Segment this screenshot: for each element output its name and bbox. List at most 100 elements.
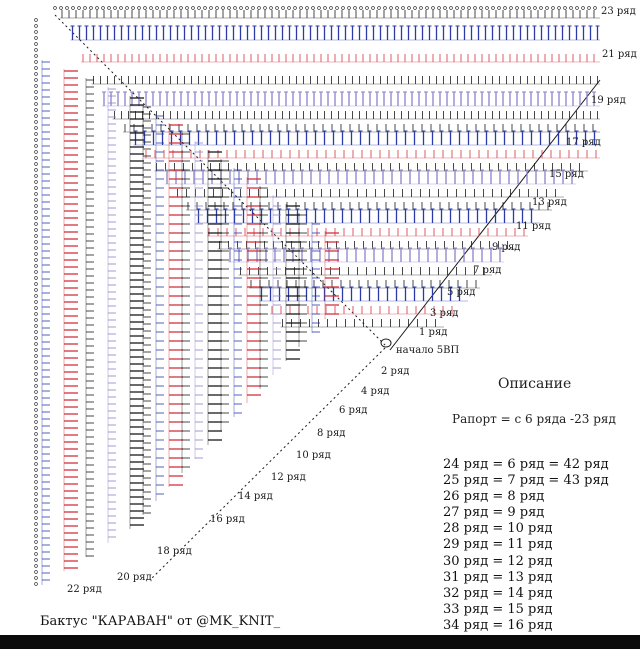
chain-stitch: [34, 462, 38, 466]
chain-stitch: [34, 378, 38, 382]
chain-stitch: [389, 6, 393, 10]
chain-stitch: [34, 84, 38, 88]
chain-stitch: [34, 426, 38, 430]
chain-stitch: [34, 504, 38, 508]
chain-stitch: [149, 6, 153, 10]
chain-stitch: [34, 450, 38, 454]
chain-stitch: [34, 186, 38, 190]
chain-stitch: [34, 234, 38, 238]
chain-stitch: [215, 6, 219, 10]
equivalence-item: 30 ряд = 12 ряд: [443, 553, 553, 569]
chain-stitch: [34, 42, 38, 46]
row-label-21: 21 ряд: [602, 49, 637, 60]
chain-stitch: [34, 552, 38, 556]
chain-stitch: [77, 6, 81, 10]
chain-stitch: [34, 444, 38, 448]
chain-stitch: [34, 294, 38, 298]
chain-stitch: [245, 6, 249, 10]
chain-stitch: [34, 162, 38, 166]
chain-stitch: [353, 6, 357, 10]
chain-stitch: [395, 6, 399, 10]
chain-stitch: [575, 6, 579, 10]
chain-stitch: [34, 546, 38, 550]
equivalence-item: 25 ряд = 7 ряд = 43 ряд: [443, 473, 609, 489]
chain-stitch: [34, 582, 38, 586]
chain-stitch: [34, 60, 38, 64]
chain-stitch: [34, 576, 38, 580]
chain-stitch: [413, 6, 417, 10]
bottom-bar: [0, 635, 640, 649]
chain-stitch: [593, 6, 597, 10]
chain-stitch: [197, 6, 201, 10]
equivalence-item: 34 ряд = 16 ряд: [443, 617, 553, 633]
chain-stitch: [251, 6, 255, 10]
chain-stitch: [34, 246, 38, 250]
chain-stitch: [34, 120, 38, 124]
chain-stitch: [131, 6, 135, 10]
chain-stitch: [275, 6, 279, 10]
chain-stitch: [34, 486, 38, 490]
equivalence-item: 28 ряд = 10 ряд: [443, 521, 553, 537]
chain-stitch: [34, 270, 38, 274]
chain-stitch: [173, 6, 177, 10]
chain-stitch: [34, 474, 38, 478]
chain-stitch: [473, 6, 477, 10]
chain-stitch: [34, 144, 38, 148]
chain-stitch: [34, 360, 38, 364]
chain-stitch: [34, 348, 38, 352]
chain-stitch: [161, 6, 165, 10]
chain-stitch: [89, 6, 93, 10]
chain-stitch: [34, 336, 38, 340]
chain-stitch: [34, 516, 38, 520]
row-equivalence-list: 24 ряд = 6 ряд = 42 ряд 25 ряд = 7 ряд =…: [443, 457, 609, 634]
chain-stitch: [311, 6, 315, 10]
chain-stitch: [34, 150, 38, 154]
chain-stitch: [53, 6, 57, 10]
chain-stitch: [467, 6, 471, 10]
row-label-8: 8 ряд: [317, 428, 346, 439]
chain-stitch: [569, 6, 573, 10]
chain-stitch: [377, 6, 381, 10]
row-label-1: 1 ряд: [419, 327, 448, 338]
description-title: Описание: [498, 376, 572, 392]
chain-stitch: [34, 204, 38, 208]
chain-stitch: [65, 6, 69, 10]
chain-stitch: [34, 558, 38, 562]
chain-stitch: [101, 6, 105, 10]
chain-stitch: [587, 6, 591, 10]
equivalence-item: 32 ряд = 14 ряд: [443, 585, 553, 601]
chain-stitch: [34, 240, 38, 244]
chain-stitch: [185, 6, 189, 10]
chain-stitch: [455, 6, 459, 10]
chain-stitch: [34, 210, 38, 214]
chain-stitch: [34, 96, 38, 100]
chain-stitch: [34, 570, 38, 574]
row-label-22: 22 ряд: [67, 584, 102, 595]
row-label-14: 14 ряд: [238, 491, 273, 502]
chain-stitch: [34, 216, 38, 220]
chain-stitch: [34, 102, 38, 106]
chain-stitch: [34, 36, 38, 40]
chain-stitch: [34, 522, 38, 526]
chain-stitch: [347, 6, 351, 10]
chain-stitch: [34, 258, 38, 262]
chain-stitch: [371, 6, 375, 10]
chain-stitch: [227, 6, 231, 10]
chain-stitch: [137, 6, 141, 10]
equivalence-item: 31 ряд = 13 ряд: [443, 569, 553, 585]
row-label-19: 19 ряд: [591, 95, 626, 106]
row-label-15: 15 ряд: [549, 169, 584, 180]
row-label-13: 13 ряд: [532, 197, 567, 208]
chain-stitch: [203, 6, 207, 10]
chain-stitch: [34, 480, 38, 484]
chain-stitch: [34, 540, 38, 544]
chain-stitch: [34, 180, 38, 184]
chain-stitch: [34, 72, 38, 76]
row-label-18: 18 ряд: [157, 546, 192, 557]
chain-stitch: [179, 6, 183, 10]
chain-stitch: [34, 54, 38, 58]
chain-stitch: [293, 6, 297, 10]
chain-stitch: [34, 528, 38, 532]
row-label-12: 12 ряд: [271, 472, 306, 483]
equivalence-item: 26 ряд = 8 ряд: [443, 489, 545, 505]
